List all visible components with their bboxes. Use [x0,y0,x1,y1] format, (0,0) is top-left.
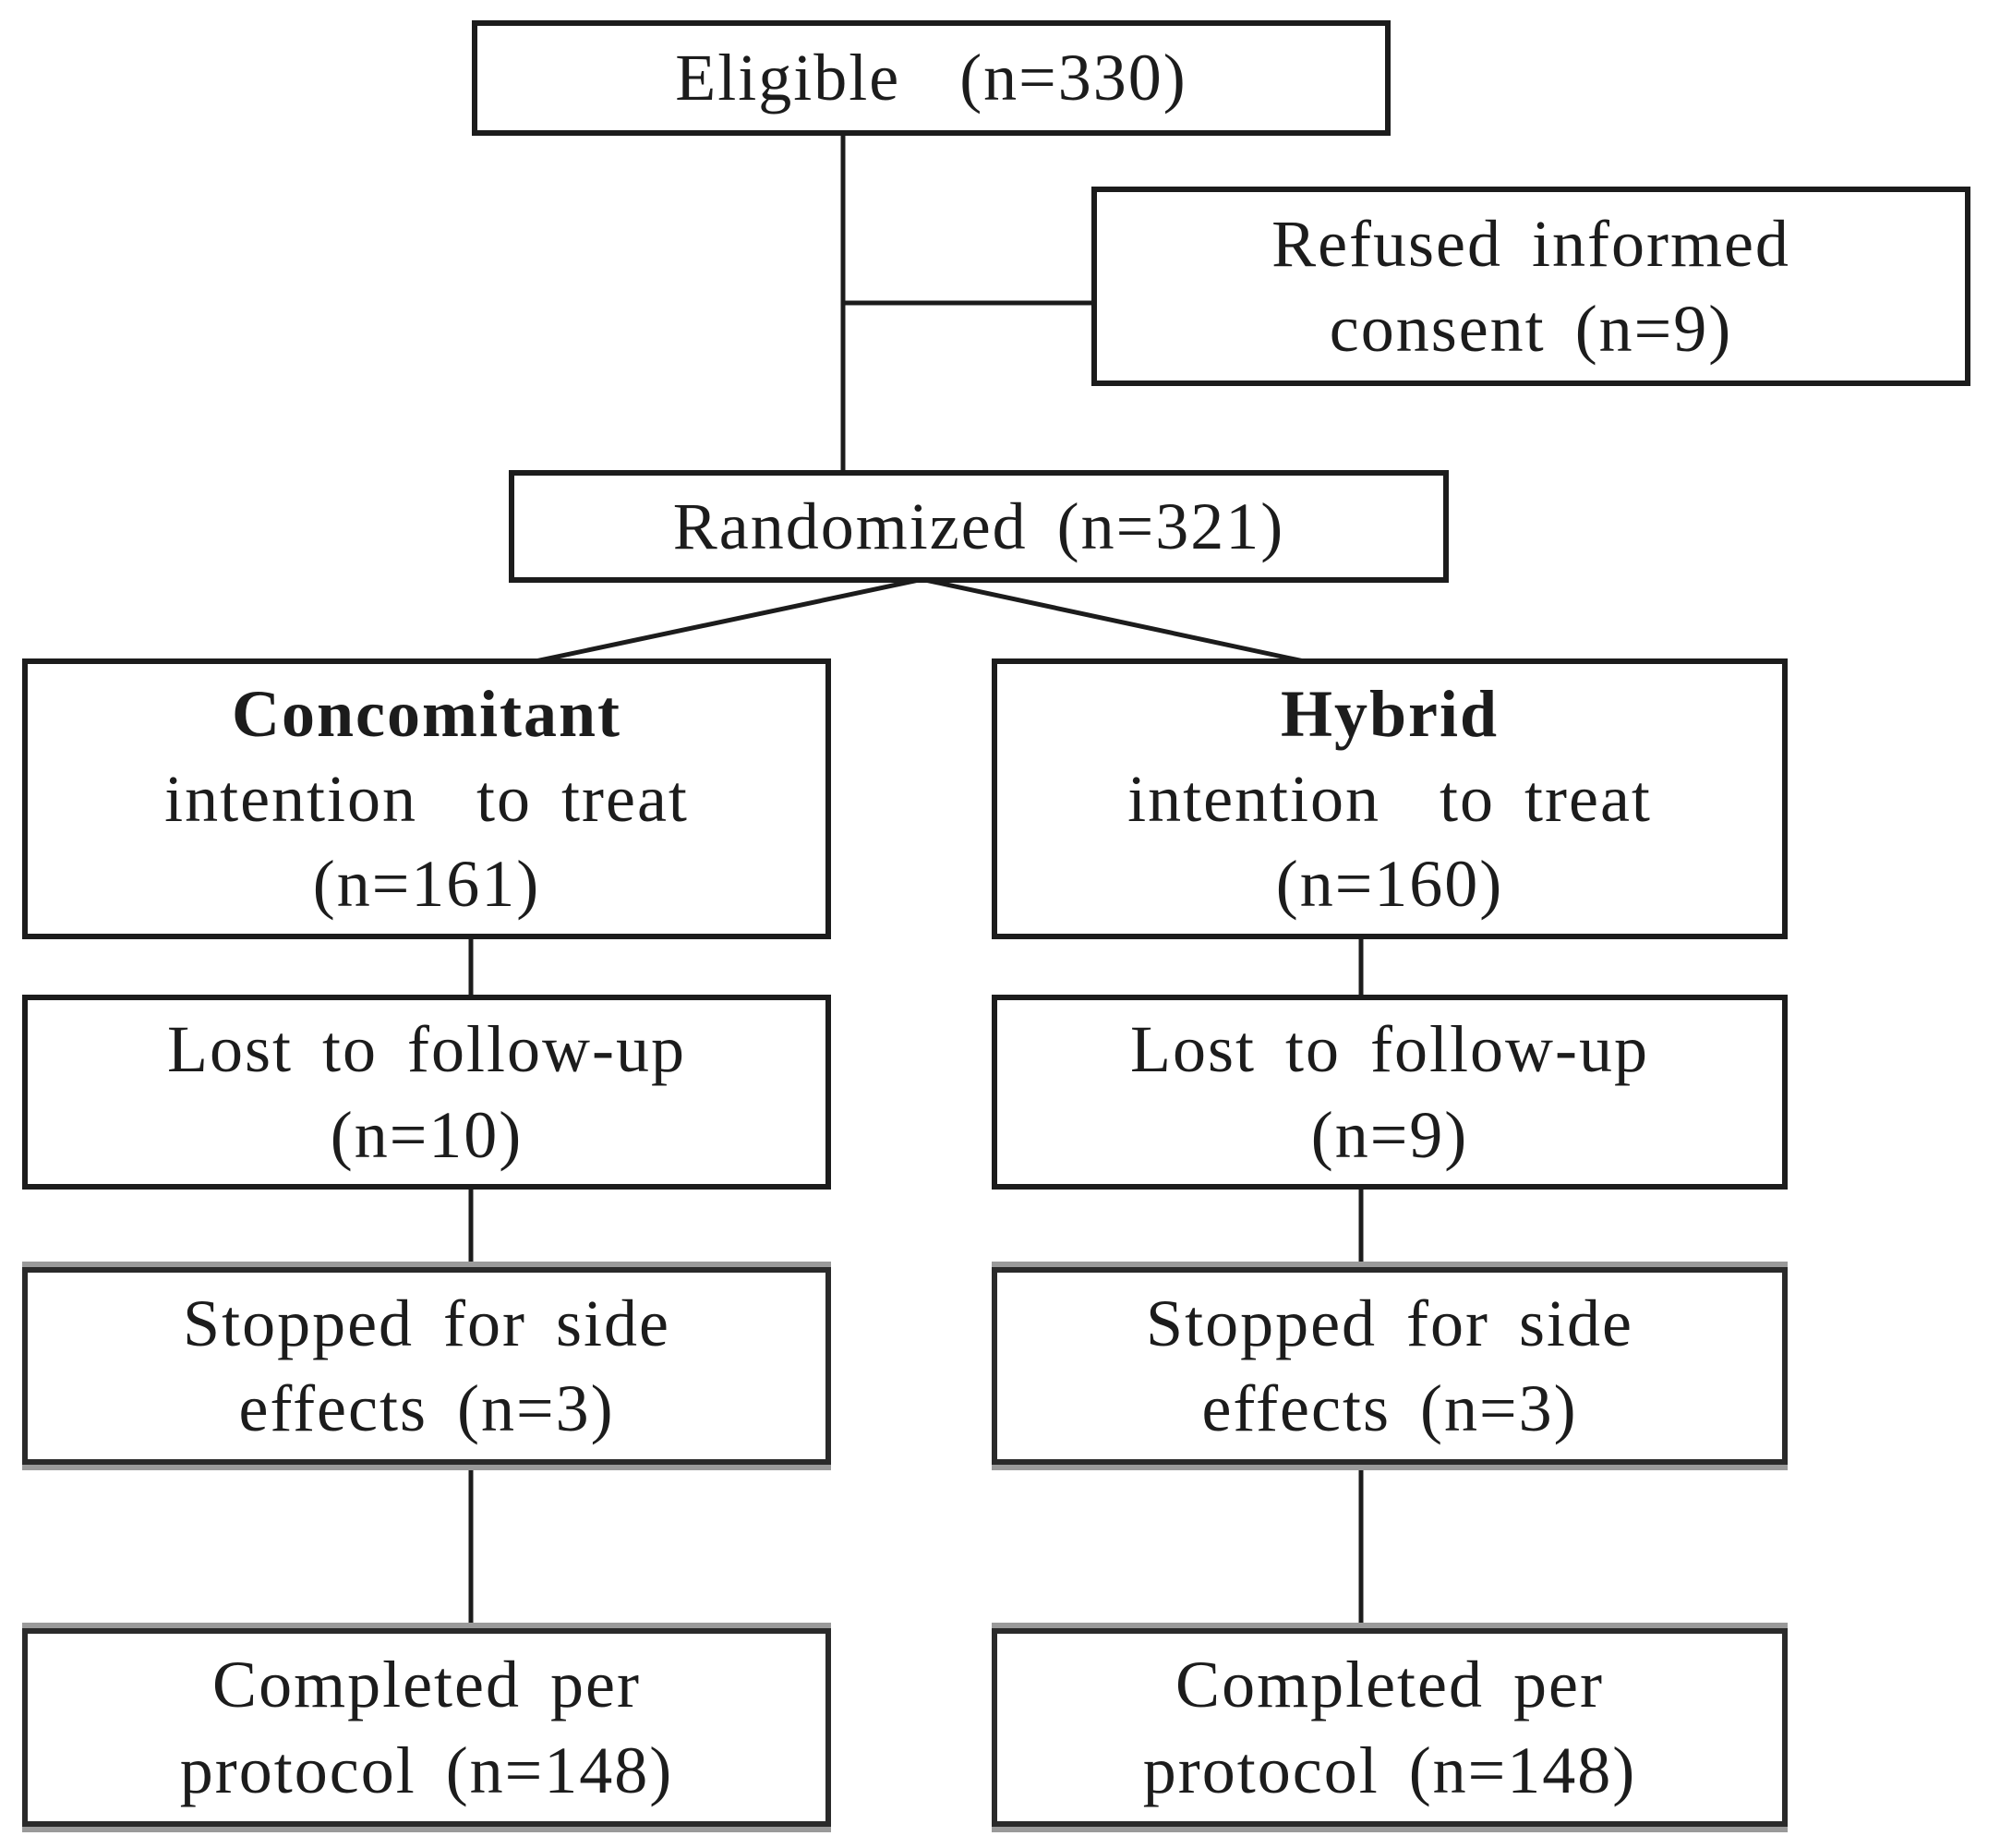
concomitant-line2: intention to treat [164,761,689,836]
completed-hybrid-line1: Completed per [1175,1648,1604,1722]
stopped-hybrid-count: effects (n=3) [1201,1371,1578,1445]
completed-concomitant-line1: Completed per [212,1648,641,1722]
concomitant-group-box: Concomitant intention to treat (n=161) [22,658,831,939]
stopped-hybrid-line1: Stopped for side [1146,1286,1633,1360]
refused-line2: consent (n=9) [1329,292,1733,366]
lost-followup-hybrid-box: Lost to follow-up (n=9) [992,995,1788,1190]
randomized-label: Randomized (n=321) [672,489,1285,563]
refused-consent-box: Refused informed consent (n=9) [1091,187,1970,386]
lost-followup-hybrid-count: (n=9) [1310,1097,1469,1172]
stopped-side-effects-hybrid-box: Stopped for side effects (n=3) [992,1267,1788,1465]
lost-followup-hybrid-line1: Lost to follow-up [1130,1012,1649,1087]
lost-followup-concomitant-line1: Lost to follow-up [167,1012,686,1087]
lost-followup-concomitant-box: Lost to follow-up (n=10) [22,995,831,1190]
concomitant-count: (n=161) [312,847,541,922]
hybrid-group-box: Hybrid intention to treat (n=160) [992,658,1788,939]
randomized-box: Randomized (n=321) [509,470,1449,583]
lost-followup-concomitant-count: (n=10) [330,1097,524,1172]
eligible-label: Eligible (n=330) [675,41,1187,115]
completed-concomitant-count: protocol (n=148) [179,1733,674,1807]
completed-per-protocol-hybrid-box: Completed per protocol (n=148) [992,1628,1788,1827]
stopped-side-effects-concomitant-box: Stopped for side effects (n=3) [22,1267,831,1465]
refused-line1: Refused informed [1271,206,1790,281]
completed-hybrid-count: protocol (n=148) [1142,1733,1637,1807]
completed-per-protocol-concomitant-box: Completed per protocol (n=148) [22,1628,831,1827]
connector-randomized-concomitant [535,577,920,664]
hybrid-count: (n=160) [1275,847,1504,922]
hybrid-line2: intention to treat [1127,761,1652,836]
connector-randomized-hybrid [924,577,1305,664]
hybrid-group-name: Hybrid [1280,676,1500,751]
eligible-box: Eligible (n=330) [472,20,1391,136]
concomitant-group-name: Concomitant [232,676,621,751]
stopped-concomitant-line1: Stopped for side [183,1286,670,1360]
stopped-concomitant-count: effects (n=3) [238,1371,615,1445]
